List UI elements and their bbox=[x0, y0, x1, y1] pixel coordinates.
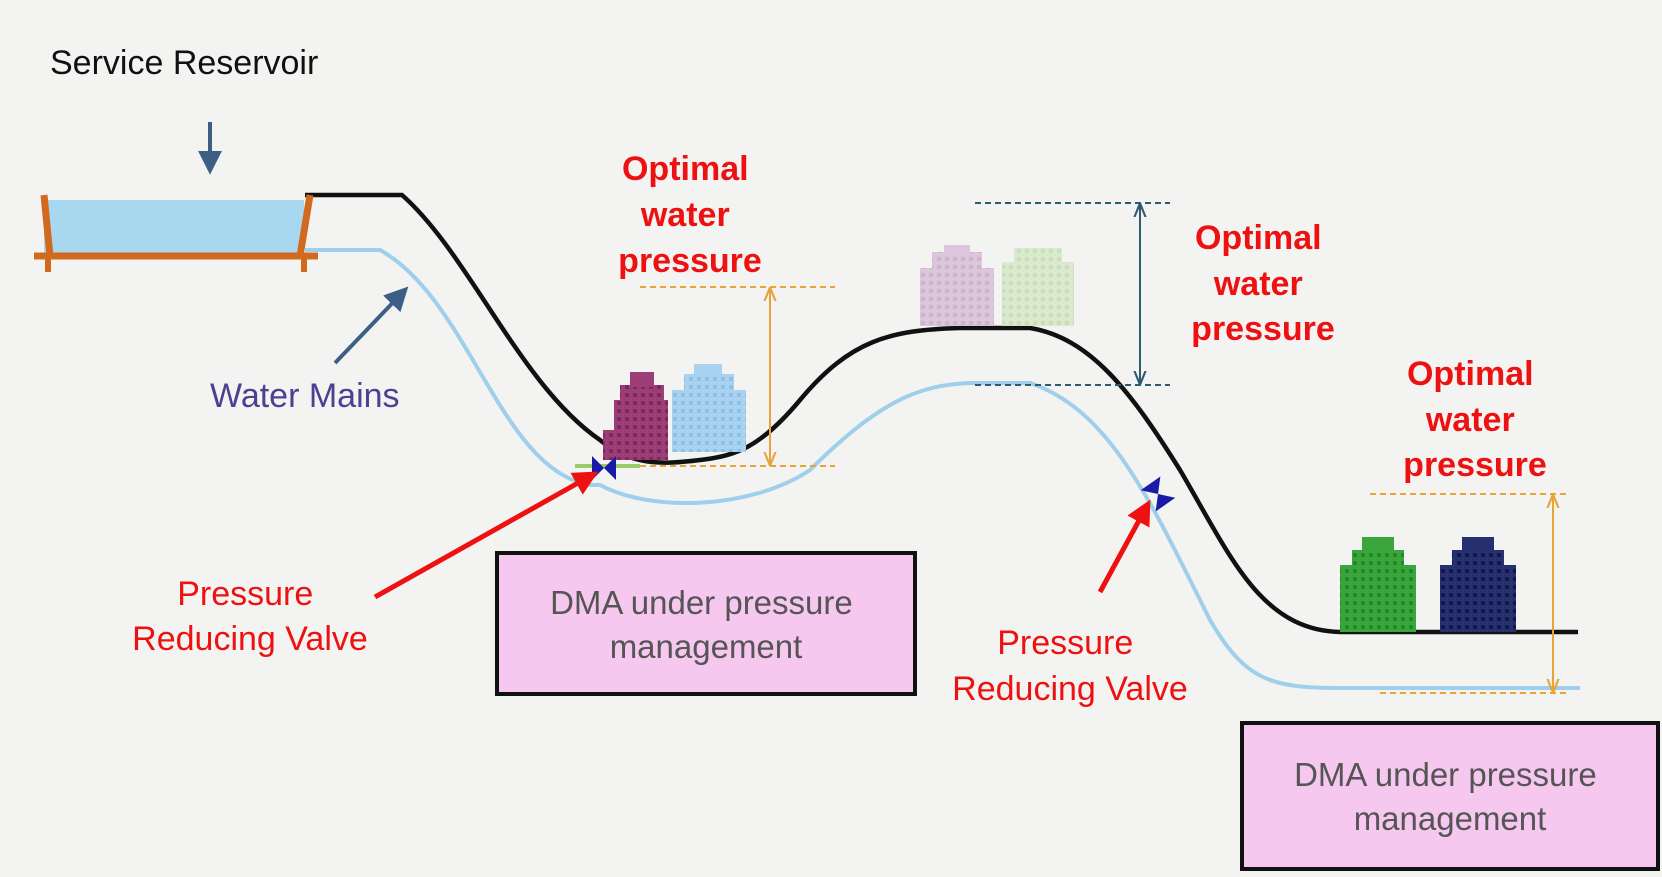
dma-box-1: DMA under pressure management bbox=[495, 551, 917, 696]
dma-label-2: DMA under pressure management bbox=[1294, 756, 1606, 837]
dma-label-1: DMA under pressure management bbox=[550, 584, 862, 665]
building-icon bbox=[920, 245, 994, 326]
building-icon bbox=[603, 372, 668, 460]
optimal-pressure-label-2: Optimal water pressure bbox=[1191, 219, 1335, 348]
service-reservoir-label: Service Reservoir bbox=[50, 44, 318, 82]
dma-box-2: DMA under pressure management bbox=[1240, 721, 1660, 871]
prv-arrow-2 bbox=[1097, 499, 1151, 594]
valve-icon bbox=[1140, 476, 1176, 512]
building-icon bbox=[672, 364, 746, 452]
prv-label-1: Pressure Reducing Valve bbox=[132, 575, 368, 658]
optimal-pressure-label-1: Optimal water pressure bbox=[618, 150, 762, 280]
pressure-line bbox=[305, 248, 1580, 690]
prv-arrow-1 bbox=[373, 471, 599, 600]
prv-label-2: Pressure Reducing Valve bbox=[952, 624, 1188, 708]
water-mains-arrow-icon bbox=[333, 286, 409, 365]
building-icon bbox=[1440, 537, 1516, 632]
reservoir-icon bbox=[34, 194, 318, 272]
optimal-pressure-label-3: Optimal water pressure bbox=[1403, 355, 1547, 484]
building-icon bbox=[1002, 248, 1074, 326]
building-icon bbox=[1340, 537, 1416, 632]
ground-line bbox=[305, 192, 1578, 635]
water-mains-label: Water Mains bbox=[210, 377, 400, 415]
